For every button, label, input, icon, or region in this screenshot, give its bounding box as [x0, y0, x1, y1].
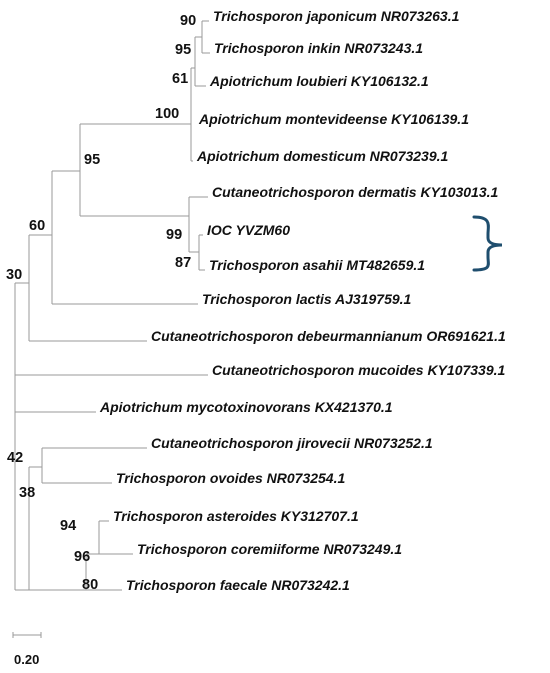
leaf-label-apiotrichum-domesticum: Apiotrichum domesticum NR073239.1 [196, 148, 449, 164]
bootstrap-value: 95 [175, 42, 191, 58]
leaf-label-cutaneotrichosporon-jirovecii: Cutaneotrichosporon jirovecii NR073252.1 [151, 435, 433, 451]
leaf-label-ioc-yvzm60: IOC YVZM60 [207, 222, 290, 238]
leaf-label-trichosporon-japonicum: Trichosporon japonicum NR073263.1 [213, 8, 460, 24]
clade-bracket [472, 215, 503, 272]
bootstrap-value: 94 [60, 518, 76, 534]
bootstrap-value: 60 [29, 218, 45, 234]
scale-bar-label: 0.20 [14, 652, 39, 667]
bootstrap-value: 61 [172, 71, 188, 87]
leaf-label-trichosporon-lactis: Trichosporon lactis AJ319759.1 [202, 291, 412, 307]
leaf-label-apiotrichum-mycotoxinovorans: Apiotrichum mycotoxinovorans KX421370.1 [99, 399, 393, 415]
bootstrap-value: 42 [7, 450, 23, 466]
leaf-label-cutaneotrichosporon-debeurmannianum: Cutaneotrichosporon debeurmannianum OR69… [151, 328, 506, 344]
leaf-label-trichosporon-coremiiforme: Trichosporon coremiiforme NR073249.1 [137, 541, 402, 557]
leaf-label-apiotrichum-montevideense: Apiotrichum montevideense KY106139.1 [198, 111, 469, 127]
bootstrap-value: 80 [82, 577, 98, 593]
leaf-label-trichosporon-faecale: Trichosporon faecale NR073242.1 [126, 577, 350, 593]
tree-branches [14, 20, 210, 591]
leaf-label-trichosporon-inkin: Trichosporon inkin NR073243.1 [214, 40, 423, 56]
bootstrap-values: 90 95 61 100 95 99 87 60 30 42 38 94 80 … [6, 13, 196, 593]
bootstrap-value: 90 [180, 13, 196, 29]
bootstrap-value: 38 [19, 485, 35, 501]
bootstrap-value: 30 [6, 267, 22, 283]
leaf-label-apiotrichum-loubieri: Apiotrichum loubieri KY106132.1 [209, 73, 429, 89]
leaf-label-cutaneotrichosporon-dermatis: Cutaneotrichosporon dermatis KY103013.1 [212, 184, 499, 200]
scale-bar: 0.20 [12, 632, 42, 667]
leaf-label-trichosporon-ovoides: Trichosporon ovoides NR073254.1 [116, 470, 345, 486]
bootstrap-value: 87 [175, 255, 191, 271]
leaf-label-cutaneotrichosporon-mucoides: Cutaneotrichosporon mucoides KY107339.1 [212, 362, 506, 378]
bootstrap-value: 99 [166, 227, 182, 243]
leaf-labels: Trichosporon japonicum NR073263.1 Tricho… [99, 8, 506, 593]
leaf-label-trichosporon-asahii: Trichosporon asahii MT482659.1 [209, 257, 425, 273]
bootstrap-value: 95 [84, 152, 100, 168]
bootstrap-value: 100 [155, 106, 179, 122]
leaf-label-trichosporon-asteroides: Trichosporon asteroides KY312707.1 [113, 508, 359, 524]
bootstrap-value: 96 [74, 549, 90, 565]
